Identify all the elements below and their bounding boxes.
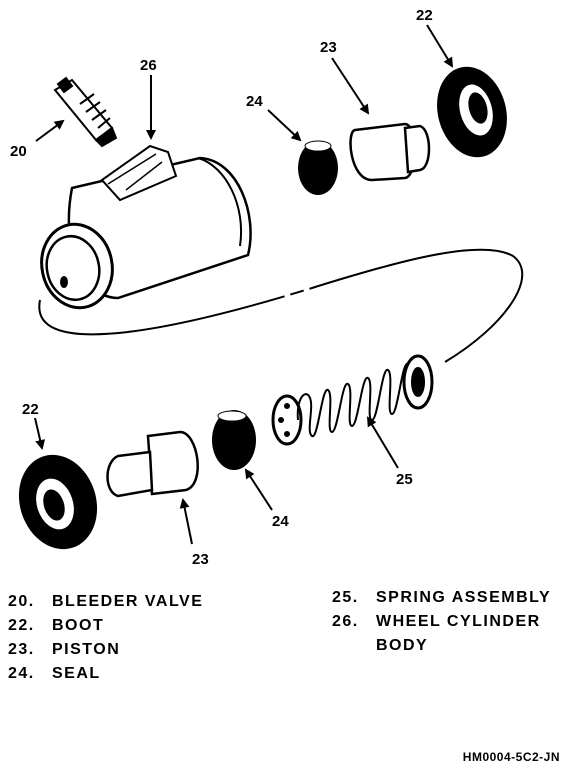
arrow-22-bottom xyxy=(34,417,46,450)
arrow-24-top xyxy=(267,109,302,142)
legend-number: 23. xyxy=(8,641,35,658)
callout-22-top: 22 xyxy=(416,7,433,24)
callout-22-bottom: 22 xyxy=(22,401,39,418)
legend-number: 26. xyxy=(332,613,359,630)
callout-23-bottom: 23 xyxy=(192,551,209,568)
callout-20: 20 xyxy=(10,143,27,160)
piston-bottom xyxy=(106,430,199,498)
legend-number: 24. xyxy=(8,665,35,682)
legend-left: 20. BLEEDER VALVE 22. BOOT 23. PISTON 24… xyxy=(8,590,203,686)
legend-number: 25. xyxy=(332,589,359,606)
legend-item-bleeder-valve: 20. BLEEDER VALVE xyxy=(8,590,203,614)
legend-number xyxy=(332,634,376,658)
legend-label: SPRING ASSEMBLY xyxy=(376,589,552,606)
arrow-22-top xyxy=(426,24,454,68)
legend-item-seal: 24. SEAL xyxy=(8,662,203,686)
seal-top xyxy=(298,140,338,195)
boot-top xyxy=(437,66,507,158)
legend-item-wheel-cylinder: 26. WHEEL CYLINDER xyxy=(332,610,551,634)
callout-26: 26 xyxy=(140,57,157,74)
boot-bottom xyxy=(18,454,98,550)
arrow-24-bottom xyxy=(244,468,273,511)
bleeder-valve xyxy=(53,76,118,148)
spring-assembly xyxy=(271,354,434,446)
callout-24-bottom: 24 xyxy=(272,513,289,530)
legend-item-spring-assembly: 25. SPRING ASSEMBLY xyxy=(332,586,551,610)
legend-label: BODY xyxy=(376,637,429,654)
grouping-loop xyxy=(38,248,524,363)
leader-arrows xyxy=(34,24,454,545)
legend-item-piston: 23. PISTON xyxy=(8,638,203,662)
legend-number: 20. xyxy=(8,593,35,610)
arrow-23-bottom xyxy=(179,498,193,545)
legend-item-boot: 22. BOOT xyxy=(8,614,203,638)
legend-label: BLEEDER VALVE xyxy=(52,593,204,610)
legend-number: 22. xyxy=(8,617,35,634)
legend-label: WHEEL CYLINDER xyxy=(376,613,541,630)
arrow-20 xyxy=(35,119,65,142)
legend-label: PISTON xyxy=(52,641,121,658)
wheel-cylinder-body xyxy=(40,144,252,310)
callout-25: 25 xyxy=(396,471,413,488)
callout-23-top: 23 xyxy=(320,39,337,56)
legend-label: BOOT xyxy=(52,617,105,634)
arrow-23-top xyxy=(331,57,370,115)
seal-bottom xyxy=(212,410,256,470)
legend-label: SEAL xyxy=(52,665,101,682)
exploded-view-diagram: 20 26 24 23 22 22 23 24 25 xyxy=(10,7,524,568)
figure-code: HM0004-5C2-JN xyxy=(462,750,560,764)
arrow-25 xyxy=(366,416,399,469)
piston-top xyxy=(349,122,431,182)
legend-item-body: BODY xyxy=(332,634,551,658)
callout-24-top: 24 xyxy=(246,93,263,110)
legend-right: 25. SPRING ASSEMBLY 26. WHEEL CYLINDER B… xyxy=(332,586,551,658)
